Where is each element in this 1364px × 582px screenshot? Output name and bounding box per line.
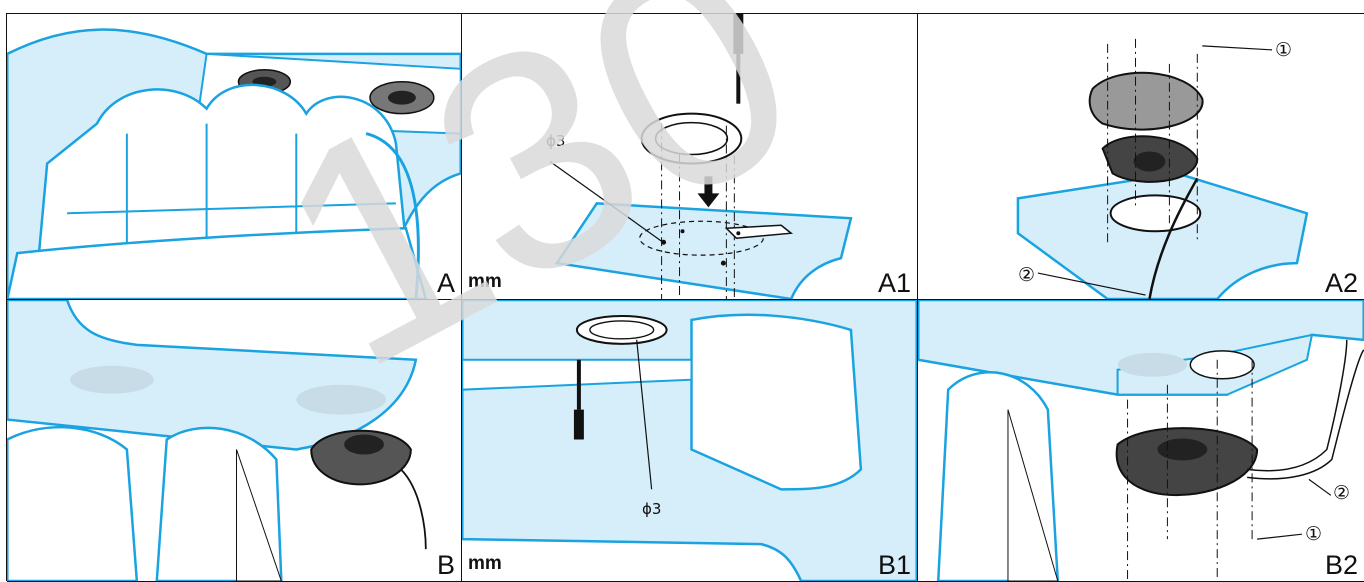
panel-grid: A (6, 13, 1364, 582)
panel-label: A1 (877, 268, 911, 298)
hole-diameter-callout: ϕ3 (546, 132, 566, 150)
panel-label: B (436, 550, 455, 580)
callout-wire: ② (1333, 482, 1351, 504)
speaker-exploded-view-illustration (918, 14, 1364, 299)
panel-label: B2 (1324, 550, 1358, 580)
rear-deck-speaker-illustration (7, 300, 461, 581)
panel-b: B (7, 300, 462, 582)
panel-label: A (436, 268, 455, 298)
panel-a1: ϕ3 mm A1 (462, 14, 918, 300)
trunk-ring-mount-illustration (462, 300, 917, 581)
hole-diameter-callout: ϕ3 (642, 500, 662, 518)
callout-screw: ① (1275, 39, 1293, 61)
callout-wire: ② (1018, 264, 1036, 286)
panel-a2: ① ② A2 (918, 14, 1364, 300)
panel-b1: ϕ3 mm B1 (462, 300, 918, 582)
deck-speaker-exploded-illustration (918, 300, 1364, 581)
rear-seat-illustration (7, 14, 461, 299)
panel-label: A2 (1324, 268, 1358, 298)
grille-ring-mount-illustration (462, 14, 917, 299)
panel-a: A (7, 14, 462, 300)
panel-label: B1 (877, 550, 911, 580)
unit-label: mm (468, 271, 502, 292)
unit-label: mm (468, 553, 502, 574)
callout-screw: ① (1305, 523, 1323, 545)
panel-b2: ② ① B2 (918, 300, 1364, 582)
